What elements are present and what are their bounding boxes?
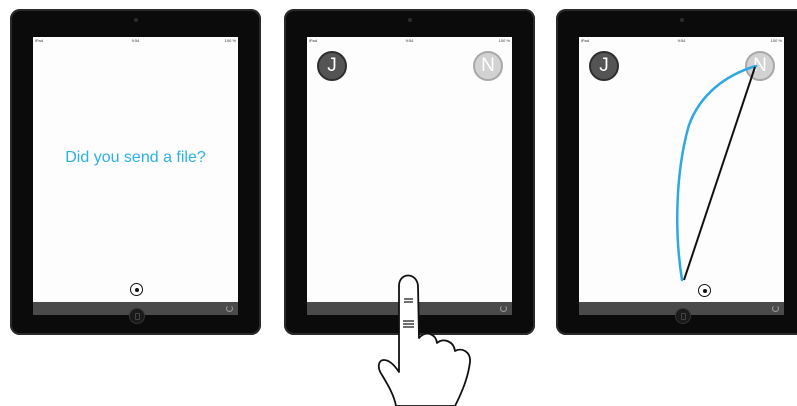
avatar-n[interactable]: N bbox=[745, 51, 775, 81]
refresh-icon[interactable] bbox=[500, 305, 507, 312]
refresh-icon[interactable] bbox=[226, 305, 233, 312]
screen-1: iPad 9:54 100 % Did you send a file? bbox=[33, 37, 238, 315]
camera bbox=[408, 18, 412, 22]
home-button-icon[interactable] bbox=[675, 308, 691, 324]
target-button[interactable] bbox=[698, 284, 711, 297]
avatar-j[interactable]: J bbox=[589, 51, 619, 81]
status-bar: iPad 9:54 100 % bbox=[33, 37, 238, 44]
battery-label: 100 % bbox=[225, 38, 236, 43]
status-bar: iPad 9:54 100 % bbox=[307, 37, 512, 44]
screen-3: iPad 9:54 100 % J N bbox=[579, 37, 784, 315]
tablet-2: iPad 9:54 100 % J N bbox=[284, 9, 535, 335]
clock-label: 9:54 bbox=[33, 38, 238, 43]
screen-2: iPad 9:54 100 % J N bbox=[307, 37, 512, 315]
battery-label: 100 % bbox=[771, 38, 782, 43]
target-icon bbox=[703, 289, 707, 293]
home-button-icon[interactable] bbox=[403, 308, 419, 324]
tablet-1: iPad 9:54 100 % Did you send a file? bbox=[10, 9, 261, 335]
target-icon bbox=[135, 288, 139, 292]
target-button[interactable] bbox=[130, 283, 143, 296]
camera bbox=[134, 18, 138, 22]
home-button-icon[interactable] bbox=[129, 308, 145, 324]
avatar-j[interactable]: J bbox=[317, 51, 347, 81]
refresh-icon[interactable] bbox=[772, 305, 779, 312]
status-bar: iPad 9:54 100 % bbox=[579, 37, 784, 44]
avatar-n[interactable]: N bbox=[473, 51, 503, 81]
prompt-text: Did you send a file? bbox=[33, 149, 238, 167]
camera bbox=[680, 18, 684, 22]
tablet-3: iPad 9:54 100 % J N bbox=[556, 9, 797, 335]
battery-label: 100 % bbox=[499, 38, 510, 43]
clock-label: 9:54 bbox=[307, 38, 512, 43]
clock-label: 9:54 bbox=[579, 38, 784, 43]
